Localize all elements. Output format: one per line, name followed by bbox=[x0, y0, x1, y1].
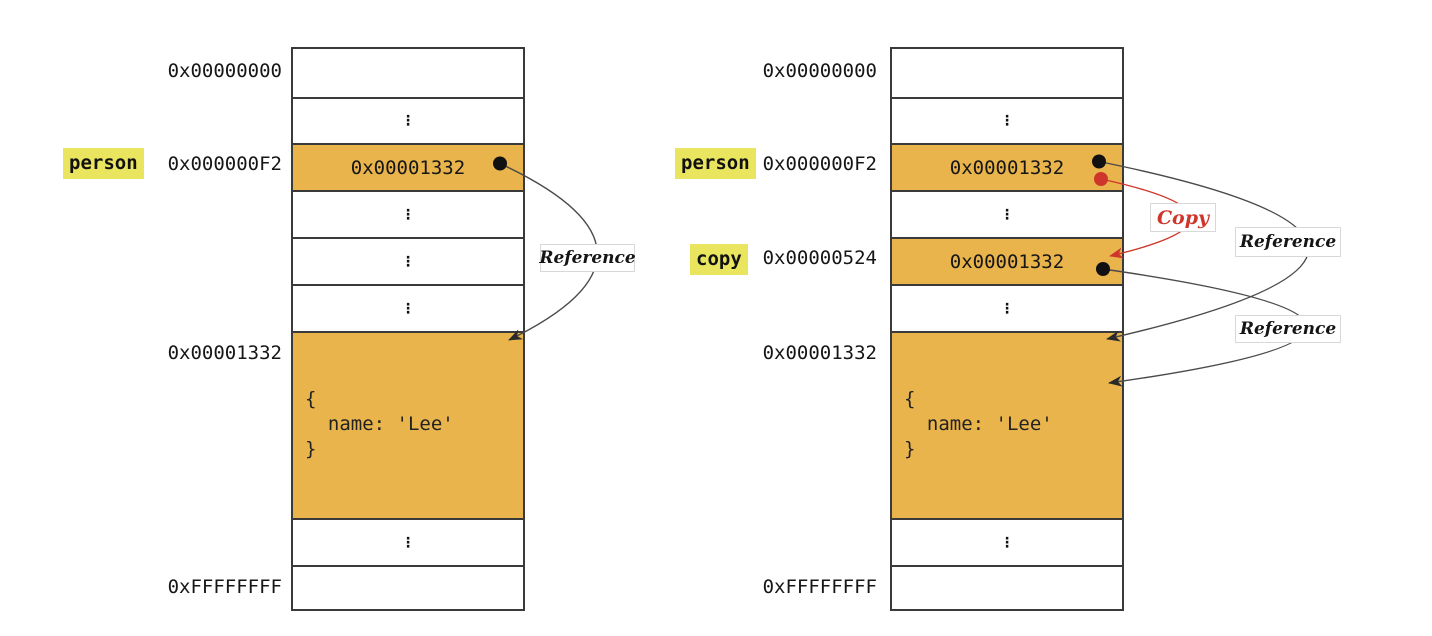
memory-row-dots: ⋮ bbox=[293, 190, 523, 237]
vertical-ellipsis: ⋮ bbox=[1000, 300, 1014, 317]
pointer-value-copy-right: 0x00001332 bbox=[949, 250, 1065, 273]
memory-table-left: ⋮ 0x00001332 ⋮ ⋮ ⋮ { name: 'Lee' } ⋮ bbox=[291, 47, 525, 611]
annotation-reference-2-right: Reference bbox=[1235, 315, 1341, 343]
address-label-bottom-left: 0xFFFFFFFF bbox=[167, 576, 282, 598]
address-label-person-right: 0x000000F2 bbox=[762, 153, 877, 175]
vertical-ellipsis: ⋮ bbox=[1000, 113, 1014, 129]
memory-row-empty bbox=[293, 565, 523, 613]
var-label-person-left: person bbox=[63, 148, 144, 179]
memory-row-empty bbox=[293, 49, 523, 97]
annotation-copy-right: Copy bbox=[1150, 203, 1216, 232]
var-label-person-right: person bbox=[675, 148, 756, 179]
vertical-ellipsis: ⋮ bbox=[401, 534, 415, 551]
memory-row-person-right: 0x00001332 bbox=[892, 143, 1122, 190]
vertical-ellipsis: ⋮ bbox=[401, 206, 415, 223]
memory-row-dots: ⋮ bbox=[293, 237, 523, 284]
var-label-copy-right: copy bbox=[690, 244, 748, 275]
memory-row-dots: ⋮ bbox=[293, 284, 523, 331]
memory-row-dots: ⋮ bbox=[892, 97, 1122, 143]
pointer-value-person-right: 0x00001332 bbox=[949, 156, 1065, 179]
address-label-copy-right: 0x00000524 bbox=[762, 247, 877, 269]
memory-table-right: ⋮ 0x00001332 ⋮ 0x00001332 ⋮ { name: 'Lee… bbox=[890, 47, 1124, 611]
memory-row-dots: ⋮ bbox=[293, 518, 523, 565]
object-code-right: { name: 'Lee' } bbox=[904, 388, 1053, 460]
address-label-person-left: 0x000000F2 bbox=[167, 153, 282, 175]
vertical-ellipsis: ⋮ bbox=[401, 113, 415, 129]
memory-row-person-left: 0x00001332 bbox=[293, 143, 523, 190]
memory-row-empty bbox=[892, 49, 1122, 97]
address-label-top-right: 0x00000000 bbox=[762, 60, 877, 82]
vertical-ellipsis: ⋮ bbox=[1000, 206, 1014, 223]
memory-row-dots: ⋮ bbox=[293, 97, 523, 143]
memory-row-empty bbox=[892, 565, 1122, 613]
memory-row-dots: ⋮ bbox=[892, 190, 1122, 237]
address-label-object-left: 0x00001332 bbox=[167, 342, 282, 364]
annotation-reference-left: Reference bbox=[539, 244, 636, 272]
object-cell-left: { name: 'Lee' } bbox=[293, 331, 523, 518]
object-cell-right: { name: 'Lee' } bbox=[892, 331, 1122, 518]
address-label-bottom-right: 0xFFFFFFFF bbox=[762, 576, 877, 598]
vertical-ellipsis: ⋮ bbox=[1000, 534, 1014, 551]
address-label-top-left: 0x00000000 bbox=[167, 60, 282, 82]
memory-row-dots: ⋮ bbox=[892, 518, 1122, 565]
memory-row-copy-right: 0x00001332 bbox=[892, 237, 1122, 284]
annotation-reference-1-right: Reference bbox=[1235, 227, 1341, 257]
pointer-value-person-left: 0x00001332 bbox=[350, 156, 466, 179]
object-code-left: { name: 'Lee' } bbox=[305, 388, 454, 460]
memory-row-dots: ⋮ bbox=[892, 284, 1122, 331]
vertical-ellipsis: ⋮ bbox=[401, 300, 415, 317]
address-label-object-right: 0x00001332 bbox=[762, 342, 877, 364]
vertical-ellipsis: ⋮ bbox=[401, 253, 415, 270]
